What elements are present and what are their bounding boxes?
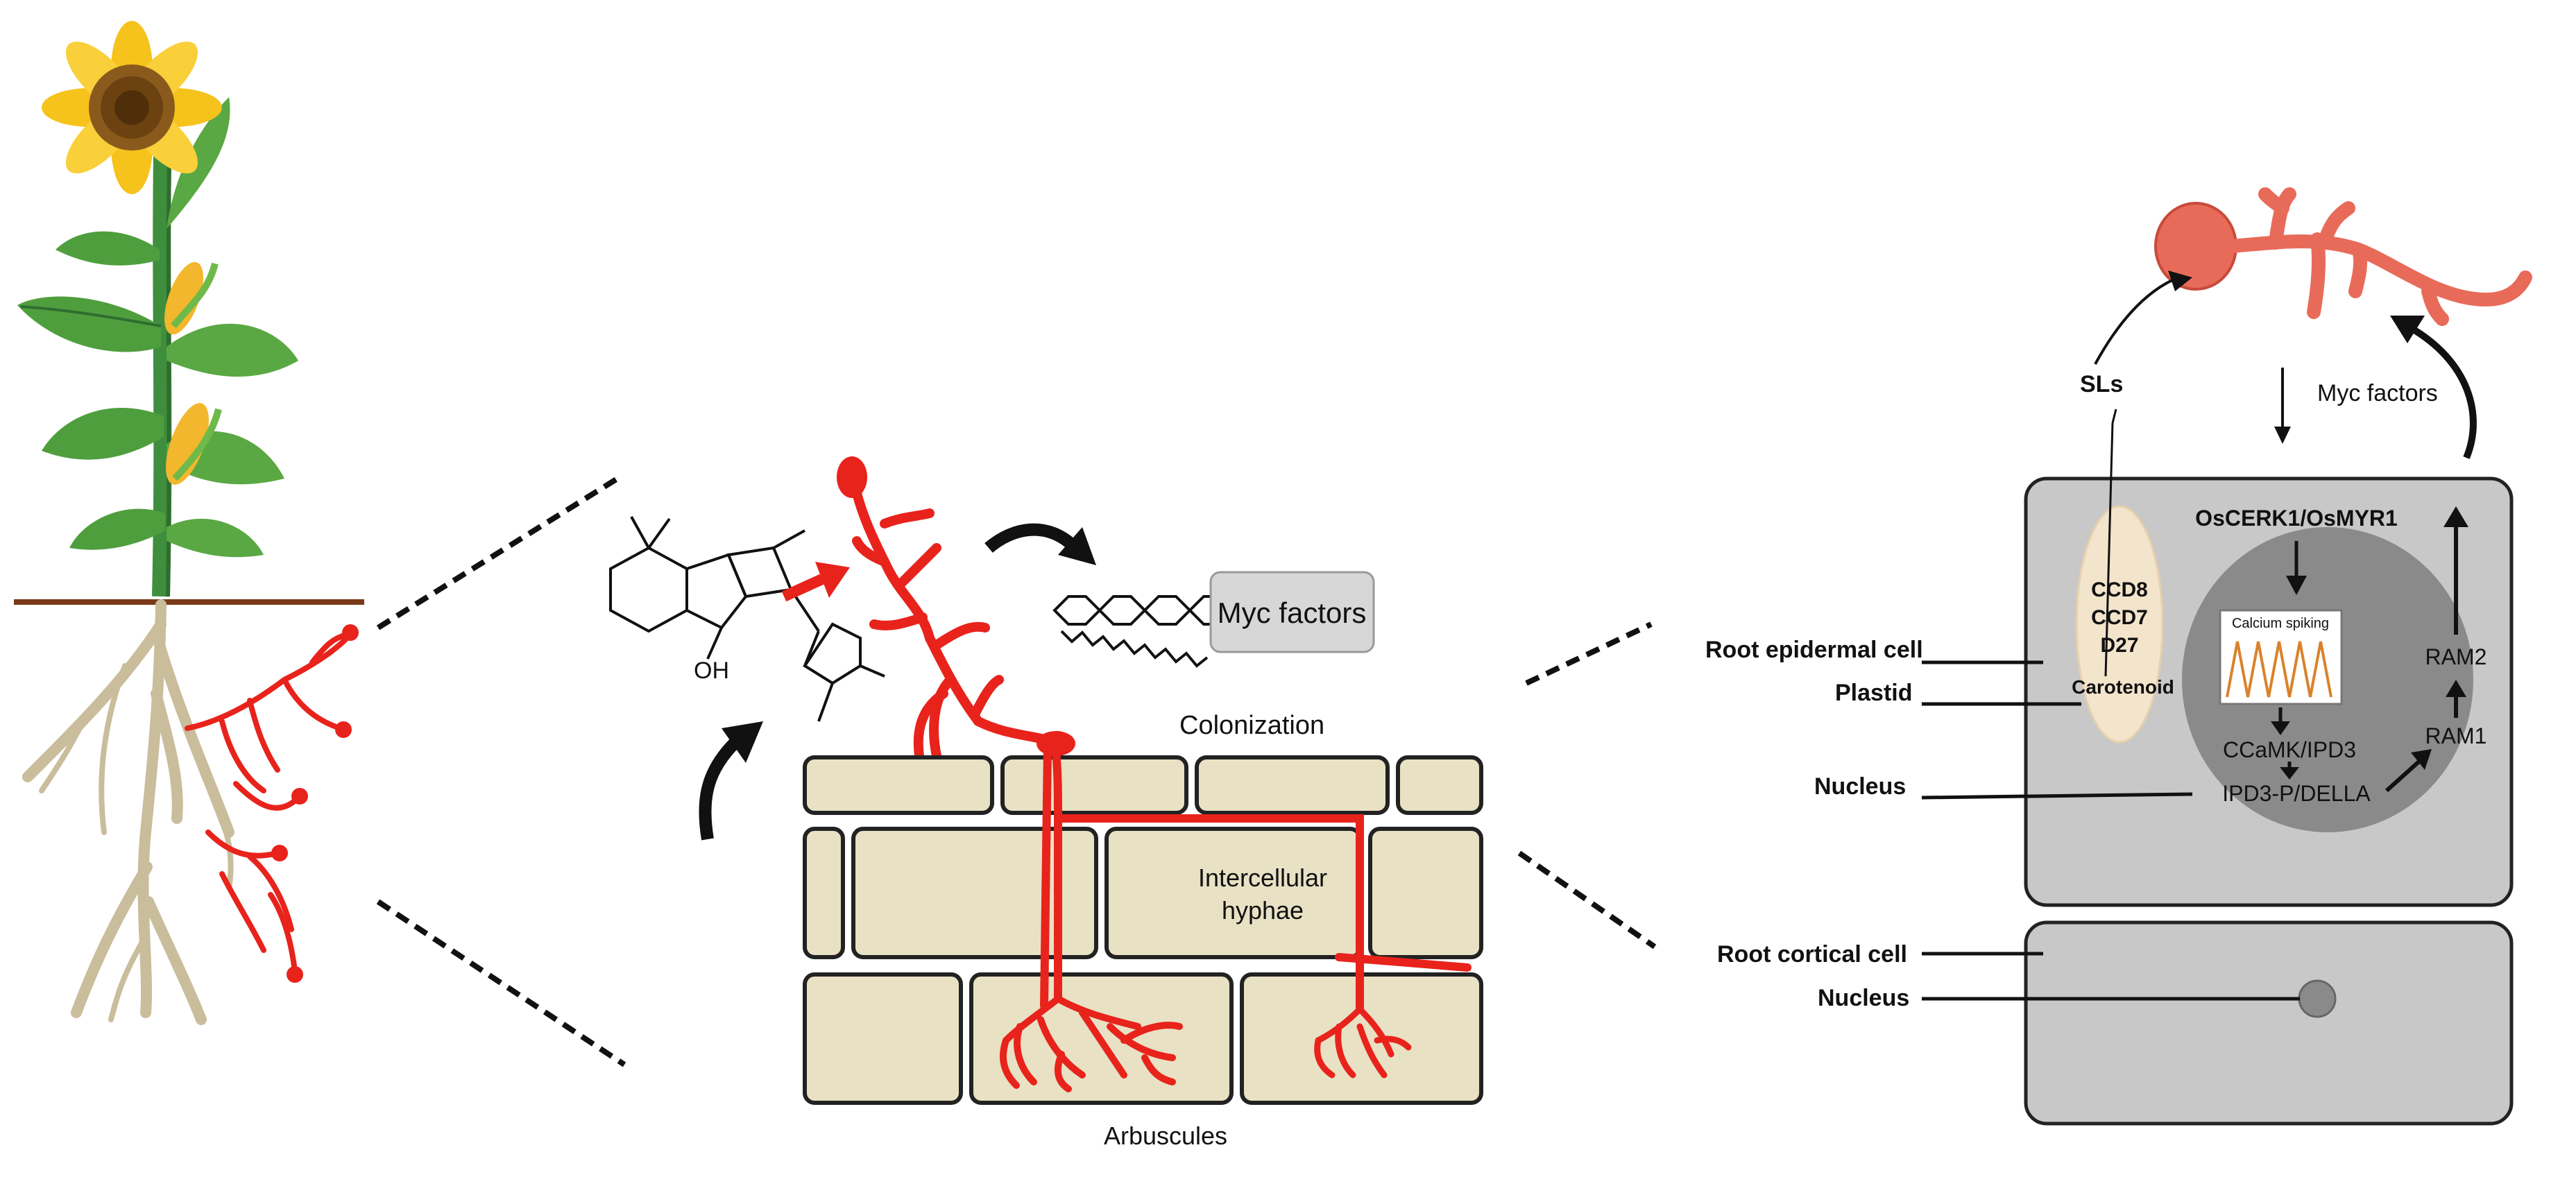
ram1-label: RAM1 (2425, 723, 2487, 748)
myc-factors-box (1209, 571, 1375, 653)
myc-factors-box-label: Myc factors (1218, 596, 1367, 629)
nucleus-label-top: Nucleus (1814, 773, 1906, 800)
intercellular-hyphae (1040, 738, 1472, 1013)
nucleus-label-bottom: Nucleus (1818, 985, 1909, 1011)
fungus-right (2154, 187, 2532, 326)
sls-to-fungus-arrow (2094, 276, 2179, 365)
arbuscules-label: Arbuscules (1104, 1122, 1227, 1150)
myc-factor-molecule-icon (1052, 595, 1237, 668)
root-cortical-cell (2024, 920, 2514, 1126)
calcium-spiking-label: Calcium spiking (2232, 616, 2329, 631)
strigolactone-molecule-icon (609, 516, 885, 722)
colonization-label: Colonization (1179, 711, 1324, 740)
sunflower-plant-icon (14, 21, 364, 1025)
oscerk-label: OsCERK1/OsMYR1 (2195, 506, 2398, 531)
root-epidermal-cell-label: Root epidermal cell (1705, 637, 1923, 663)
signal-arrow-red (781, 562, 850, 602)
cortical-nucleus (2298, 979, 2337, 1018)
fungal-spore-center (837, 456, 867, 498)
ccamk-label: CCaMK/IPD3 (2223, 737, 2356, 762)
myc-factors-label-right: Myc factors (2317, 380, 2438, 406)
arbuscule-2 (1314, 1006, 1412, 1079)
secretion-arrow (699, 737, 740, 841)
plastid-label: Plastid (1835, 680, 1912, 706)
ram2-label: RAM2 (2425, 644, 2487, 669)
intercellular-label-2: hyphae (1222, 896, 1304, 925)
molecule-oh-label: OH (694, 658, 729, 684)
plastid-gene-ccd7: CCD7 (2091, 606, 2148, 629)
ram2-to-fungus-arrow (2405, 323, 2477, 459)
root-hyphae-left (185, 632, 350, 974)
carotenoid-label: Carotenoid (2072, 676, 2174, 698)
plastid-gene-ccd8: CCD8 (2091, 578, 2148, 601)
hyphopodium (1037, 731, 1075, 756)
root-cortical-cell-label: Root cortical cell (1717, 941, 1907, 968)
ipd3p-label: IPD3-P/DELLA (2222, 781, 2371, 806)
arbuscule-1 (1000, 995, 1183, 1092)
fungal-spore-icon (271, 624, 359, 983)
germinating-fungus (848, 474, 1059, 761)
sls-label: SLs (2080, 371, 2123, 397)
plastid (2075, 505, 2164, 744)
calcium-spiking-trace (2226, 641, 2332, 698)
myc-release-arrow (984, 523, 1080, 553)
intercellular-label-1: Intercellular (1198, 864, 1327, 892)
